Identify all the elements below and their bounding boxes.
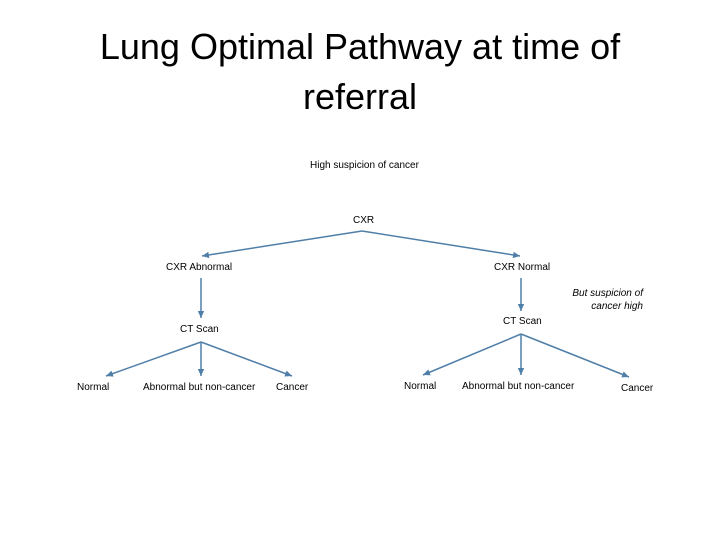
node-left-cancer: Cancer <box>276 382 309 393</box>
node-cxr-normal: CXR Normal <box>494 262 551 273</box>
node-high-suspicion: High suspicion of cancer <box>310 160 419 171</box>
note-suspicion-high: But suspicion of cancer high <box>553 287 643 313</box>
node-ct-scan-right: CT Scan <box>503 316 542 327</box>
arrow-right-ct-to-normal <box>422 333 522 376</box>
arrow-cxr-to-normal <box>361 230 521 259</box>
arrow-cxr-to-abnormal <box>201 230 363 259</box>
node-left-normal: Normal <box>77 382 110 393</box>
node-right-abnormal-non-cancer: Abnormal but non-cancer <box>462 381 575 392</box>
note-line-2: cancer high <box>591 301 643 312</box>
node-right-cancer: Cancer <box>621 383 654 394</box>
node-right-normal: Normal <box>404 381 437 392</box>
arrow-right-ct-to-cancer <box>520 333 630 378</box>
title-line-2: referral <box>302 76 418 117</box>
title-line-1: Lung Optimal Pathway at time of <box>99 26 621 67</box>
arrow-left-ct-to-normal <box>105 341 202 377</box>
page-title: Lung Optimal Pathway at time of referral <box>60 22 660 122</box>
node-cxr-abnormal: CXR Abnormal <box>166 262 233 273</box>
arrow-left-ct-to-cancer <box>200 341 293 377</box>
node-cxr: CXR <box>353 215 375 226</box>
note-line-1: But suspicion of <box>572 288 643 299</box>
node-ct-scan-left: CT Scan <box>180 324 219 335</box>
node-left-abnormal-non-cancer: Abnormal but non-cancer <box>143 382 256 393</box>
